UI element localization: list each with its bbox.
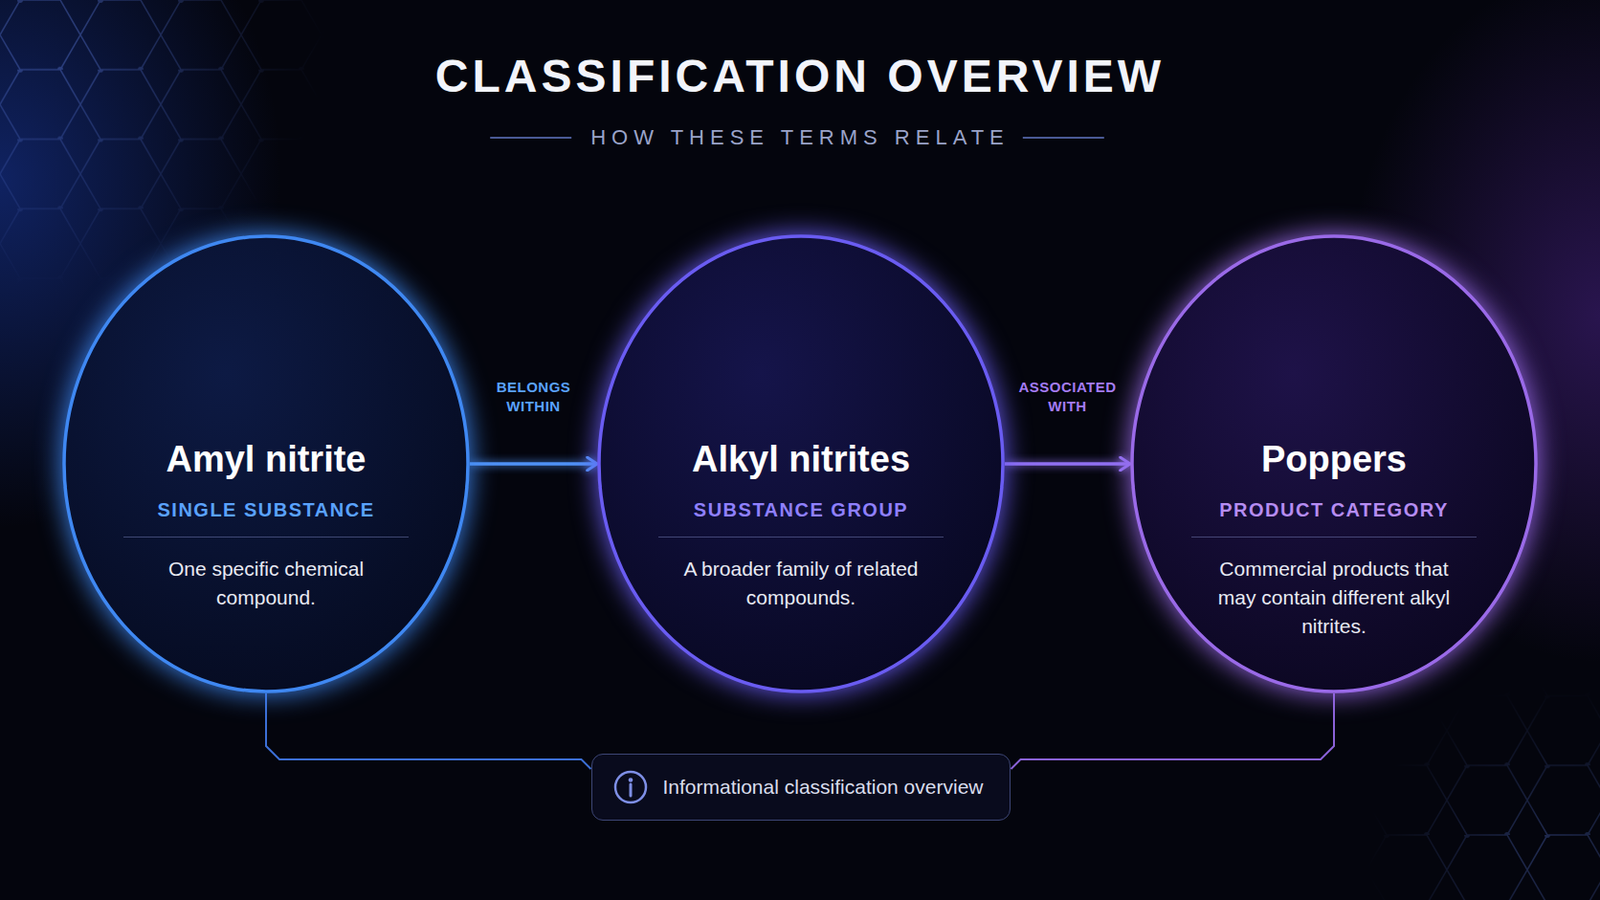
term-description: Commercial products that may contain dif… xyxy=(1198,555,1470,642)
term-name: Poppers xyxy=(1130,437,1538,482)
relation-arrow xyxy=(1004,462,1131,467)
relation-arrow xyxy=(469,462,598,467)
category-circle: PoppersPRODUCT CATEGORY Commercial produc… xyxy=(1130,234,1538,694)
term-kind: SUBSTANCE GROUP xyxy=(658,498,944,538)
hex-decor xyxy=(1339,660,1600,900)
title-rule xyxy=(489,136,572,139)
info-box: Informational classification overview xyxy=(591,754,1012,822)
circle-content: Alkyl nitritesSUBSTANCE GROUP A broader f… xyxy=(597,437,1005,613)
category-circle: Alkyl nitritesSUBSTANCE GROUP A broader f… xyxy=(597,234,1005,694)
bracket-line xyxy=(266,693,592,770)
circle-content: Amyl nitriteSINGLE SUBSTANCE One specific… xyxy=(62,437,470,613)
term-kind: SINGLE SUBSTANCE xyxy=(123,498,409,538)
relation-label: ASSOCIATED WITH xyxy=(1010,377,1126,417)
diagram-title: CLASSIFICATION OVERVIEW xyxy=(0,48,1600,105)
title-rule xyxy=(1022,136,1105,139)
info-icon xyxy=(611,768,650,807)
term-description: A broader family of related compounds. xyxy=(665,555,937,613)
term-description: One specific chemical compound. xyxy=(130,555,402,613)
category-circle: Amyl nitriteSINGLE SUBSTANCE One specific… xyxy=(62,234,470,694)
term-name: Alkyl nitrites xyxy=(597,437,1005,482)
term-name: Amyl nitrite xyxy=(62,437,470,482)
subtitle-label: HOW THESE TERMS RELATE xyxy=(590,125,1010,151)
term-kind: PRODUCT CATEGORY xyxy=(1191,498,1477,538)
note-text: Informational classification overview xyxy=(663,775,984,800)
relation-label: BELONGS WITHIN xyxy=(476,377,592,417)
circle-content: PoppersPRODUCT CATEGORY Commercial produc… xyxy=(1130,437,1538,642)
bracket-line xyxy=(1010,693,1334,770)
